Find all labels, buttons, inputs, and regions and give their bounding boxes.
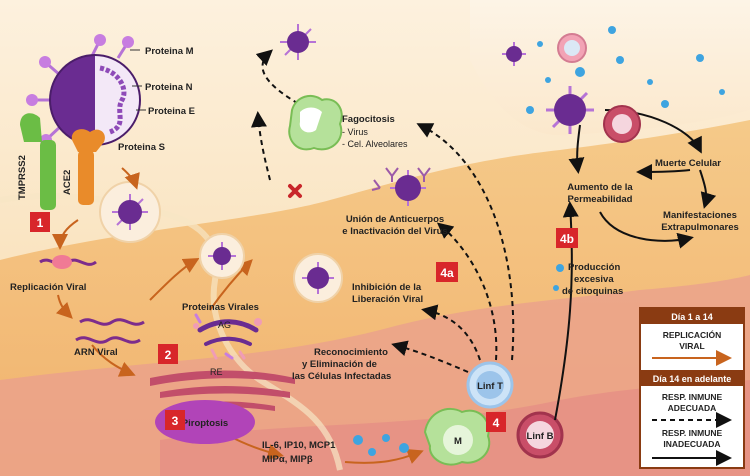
manifestaciones-line-2: Extrapulmonares [661, 222, 739, 233]
rna-strand-2 [75, 336, 141, 344]
ace2-label: ACE2 [62, 170, 73, 195]
dying-cell-large [603, 105, 641, 143]
protein-m-label: Proteina M [145, 46, 194, 57]
step-1-label: 1 [37, 216, 44, 230]
legend-item-2-line-2: ADECUADA [668, 403, 717, 413]
blocked-x-icon [288, 184, 302, 198]
legend-title-1: Día 1 a 14 [671, 312, 713, 322]
aumento-line-2: Permeabilidad [568, 194, 633, 205]
inhibited-virus [302, 262, 334, 294]
proteinas-virales-label: Proteinas Virales [182, 302, 259, 313]
m-label: M [454, 436, 462, 447]
step-4b-badge [556, 228, 578, 248]
dying-cell-small [557, 33, 587, 63]
arrow-linf-t-to-inhibicion [421, 304, 481, 361]
arrow-to-aumento [568, 124, 585, 174]
legend [639, 307, 745, 469]
inhibicion-line-2: Liberación Viral [352, 294, 423, 305]
produccion-line-2: excesiva [574, 274, 614, 285]
t-lymphocyte [466, 361, 514, 409]
fagocitosis-item-alveolares: - Cel. Alveolares [342, 139, 408, 149]
arrow-endosome-to-rna [52, 219, 79, 250]
reconocimiento-line-2: y Eliminación de [302, 359, 377, 370]
cytokine-dots [353, 26, 725, 456]
legend-item-2-line-1: RESP. INMUNE [662, 392, 723, 402]
arrow-to-new-virus [209, 259, 253, 311]
phagocyte-cell [288, 94, 343, 151]
arn-viral-label: ARN Viral [74, 347, 118, 358]
step-3-badge [165, 410, 185, 430]
protein-n-label: Proteina N [145, 82, 193, 93]
citoquinas-line-2: MIPα, MIPβ [262, 454, 313, 465]
macrophage [423, 407, 491, 466]
manifestaciones-line-1: Manifestaciones [663, 210, 737, 221]
legend-item-1-line-2: VIRAL [679, 341, 705, 351]
step-1-badge [30, 212, 50, 232]
replicacion-viral-label: Replicación Viral [10, 282, 86, 293]
inhibicion-line-1: Inhibición de la [352, 282, 422, 293]
re-label: RE [210, 367, 223, 377]
arrow-entry [121, 167, 140, 190]
b-lymphocyte [516, 411, 564, 459]
arrow-muerte-to-manifestaciones [699, 169, 717, 209]
new-virus [208, 242, 236, 270]
golgi-apparatus [193, 318, 262, 346]
produccion-line-1: Producción [568, 262, 620, 273]
endosome-virus [112, 194, 148, 230]
alveolar-virus-large [546, 86, 594, 134]
antibody-bound-virus [371, 167, 431, 206]
aumento-line-1: Aumento de la [567, 182, 633, 193]
legend-item-3-line-2: INADECUADA [663, 439, 720, 449]
step-4a-label: 4a [440, 266, 454, 280]
anticuerpos-line-2: e Inactivación del Virus [342, 226, 447, 237]
ace2-receptor [71, 129, 105, 205]
rna-strand-1 [79, 318, 145, 326]
reconocimiento-line-3: las Células Infectadas [292, 371, 391, 382]
alveolar-space [470, 0, 750, 136]
step-2-label: 2 [165, 348, 172, 362]
linf-b-label: Linf B [527, 431, 554, 442]
protein-fragments [194, 313, 246, 360]
legend-item-3-line-1: RESP. INMUNE [662, 428, 723, 438]
tmprss2-label: TMPRSS2 [17, 155, 28, 200]
anticuerpos-line-1: Unión de Anticuerpos [346, 214, 444, 225]
piroptosis-label: Piroptosis [182, 418, 228, 429]
top-virus [280, 24, 316, 60]
legend-title-2: Día 14 en adelante [653, 374, 732, 384]
arrow-cytokines-to-m [344, 449, 424, 464]
ag-label: AG [218, 320, 231, 330]
produccion-line-3: de citoquinas [562, 286, 623, 297]
tmprss2-receptor [20, 113, 56, 210]
reconocimiento-line-1: Reconocimiento [314, 347, 388, 358]
legend-item-1-line-1: REPLICACIÓN [663, 329, 722, 340]
protein-s-label: Proteina S [118, 142, 165, 153]
arrow-linf-t-to-fagocitosis [416, 123, 515, 361]
step-4-label: 4 [493, 416, 500, 430]
arrow-linf-t-to-anticuerpos [436, 222, 498, 361]
arrow-replication-to-arn [55, 294, 73, 319]
arrow-linf-t-to-reconocimiento [391, 340, 469, 373]
arrow-muerte-left [636, 163, 691, 180]
fagocitosis-item-virus: - Virus [342, 127, 368, 137]
fagocitosis-title: Fagocitosis [342, 114, 395, 125]
sars-cov-2-virus [26, 34, 141, 159]
protein-e-label: Proteina E [148, 106, 195, 117]
step-4-badge [486, 412, 506, 432]
citoquinas-line-1: IL-6, IP10, MCP1 [262, 440, 336, 451]
arrow-arn-to-proteins [149, 258, 200, 301]
alveolar-virus-small [502, 42, 526, 66]
step-4b-label: 4b [560, 232, 574, 246]
linf-t-label: Linf T [477, 381, 503, 392]
arrow-arn-to-re [91, 344, 136, 377]
arrow-fagocitosis-loop [250, 111, 271, 181]
step-4a-badge [436, 262, 458, 282]
step-2-badge [158, 344, 178, 364]
step-3-label: 3 [172, 414, 179, 428]
arrow-aumento-to-manifestaciones [599, 211, 694, 249]
ribosome [52, 255, 72, 269]
muerte-celular-label: Muerte Celular [655, 158, 721, 169]
